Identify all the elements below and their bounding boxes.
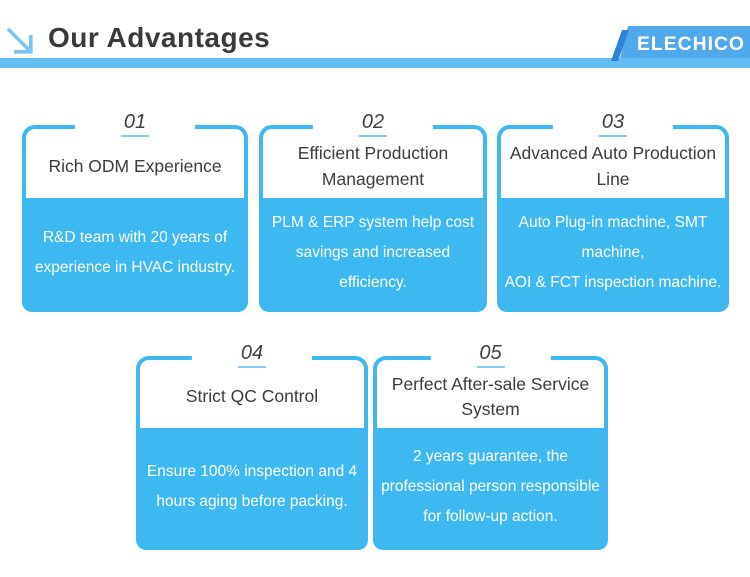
logo-banner-shape [620,26,750,58]
card-body: Auto Plug-in machine, SMT machine, AOI &… [497,198,729,312]
card-body: 2 years guarantee, the professional pers… [373,428,608,550]
card-number: 04 [237,343,267,368]
diagonal-arrow-icon [6,27,33,54]
advantage-card-4: 04 Strict QC Control Ensure 100% inspect… [136,343,368,550]
card-number-badge: 02 [312,112,434,137]
arrow-head [14,35,33,54]
advantage-card-5: 05 Perfect After-sale Service System 2 y… [373,343,608,550]
arrow-shaft [6,27,31,52]
elechico-logo: ELECHICO [611,26,750,61]
card-number: 02 [358,112,388,137]
card-title: Strict QC Control [185,386,319,407]
card-title: Advanced Auto Production Line [509,143,717,189]
card-title: Perfect After-sale Service System [391,373,590,419]
card-number-badge: 05 [430,343,551,368]
advantage-card-3: 03 Advanced Auto Production Line Auto Pl… [497,112,729,312]
logo-stripe [611,30,629,61]
advantage-card-2: 02 Efficient Production Management PLM &… [259,112,487,312]
card-number: 03 [598,112,628,137]
card-body: R&D team with 20 years of experience in … [22,198,248,312]
card-body: Ensure 100% inspection and 4 hours aging… [136,428,368,550]
card-title: Rich ODM Experience [48,155,222,176]
card-body: PLM & ERP system help cost savings and i… [259,198,487,312]
header-divider-bar [0,58,750,68]
card-number-badge: 03 [552,112,674,137]
card-number: 05 [476,343,505,368]
card-number-badge: 04 [191,343,313,368]
card-title: Efficient Production Management [297,143,449,189]
logo-text: ELECHICO [637,34,745,55]
page-title: Our Advantages [48,22,271,53]
card-number-badge: 01 [74,112,196,137]
advantage-card-1: 01 Rich ODM Experience R&D team with 20 … [22,112,248,312]
card-number: 01 [120,112,150,137]
